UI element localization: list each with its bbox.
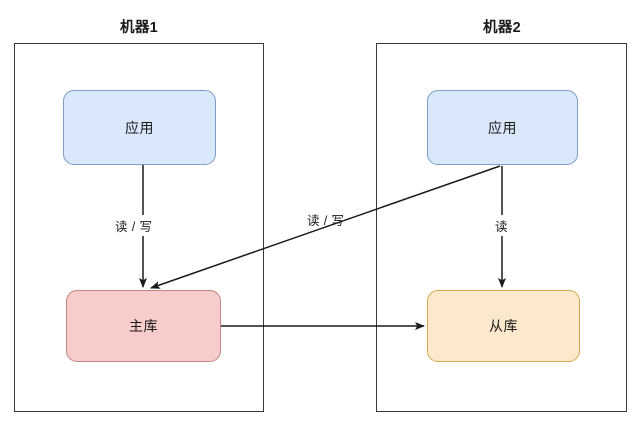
- node-app-machine2-label: 应用: [488, 119, 517, 136]
- node-master-db-label: 主库: [129, 318, 158, 334]
- node-slave-db-label: 从库: [489, 318, 518, 334]
- node-app-machine2[interactable]: 应用: [427, 90, 578, 165]
- edge-label-app1-to-master: 读 / 写: [112, 215, 156, 236]
- edge-label-app2-to-master: 读 / 写: [307, 214, 345, 228]
- node-slave-db[interactable]: 从库: [427, 290, 580, 362]
- machine2-title: 机器2: [483, 20, 521, 36]
- node-app-machine1-label: 应用: [125, 119, 154, 136]
- node-master-db[interactable]: 主库: [66, 290, 221, 362]
- edge-label-app2-to-slave: 读: [492, 215, 511, 236]
- node-app-machine1[interactable]: 应用: [63, 90, 216, 165]
- machine1-title: 机器1: [120, 20, 158, 36]
